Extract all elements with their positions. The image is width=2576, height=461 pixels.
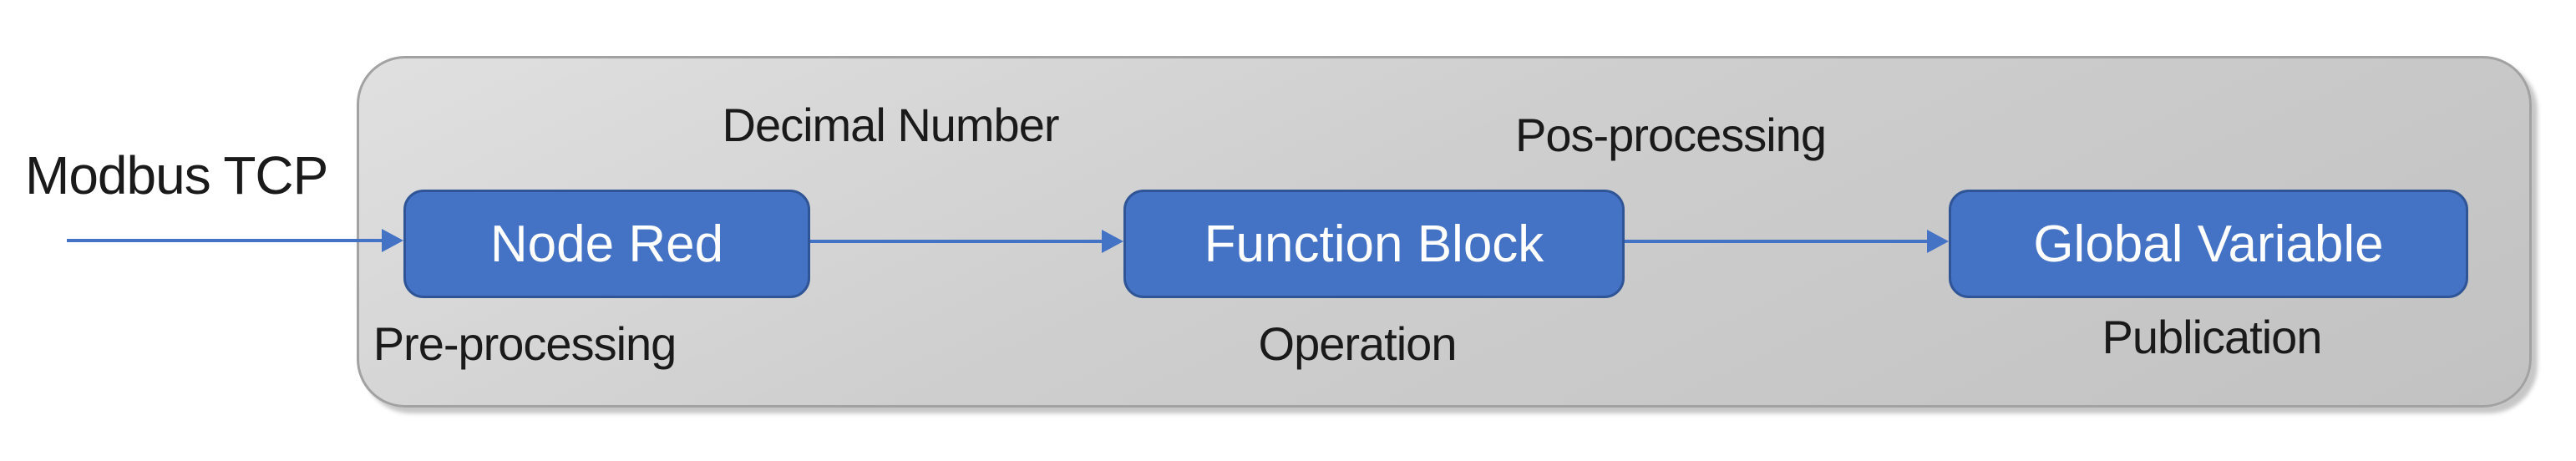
arrowhead-icon bbox=[1927, 230, 1949, 253]
arrow-line bbox=[67, 239, 385, 242]
arrow-line bbox=[1625, 240, 1930, 243]
node-red-node: Node Red bbox=[403, 190, 810, 298]
publication-label: Publication bbox=[2102, 311, 2323, 363]
arrowhead-icon bbox=[382, 229, 403, 252]
pre-processing-label: Pre-processing bbox=[373, 317, 677, 370]
arrowhead-icon bbox=[1102, 230, 1123, 253]
pos-processing-label: Pos-processing bbox=[1515, 109, 1827, 161]
global-variable-node: Global Variable bbox=[1949, 190, 2468, 298]
function-block-node: Function Block bbox=[1123, 190, 1625, 298]
modbus-tcp-label: Modbus TCP bbox=[25, 145, 328, 205]
operation-label: Operation bbox=[1258, 317, 1458, 370]
arrow-line bbox=[810, 240, 1105, 243]
decimal-number-label: Decimal Number bbox=[722, 99, 1060, 151]
